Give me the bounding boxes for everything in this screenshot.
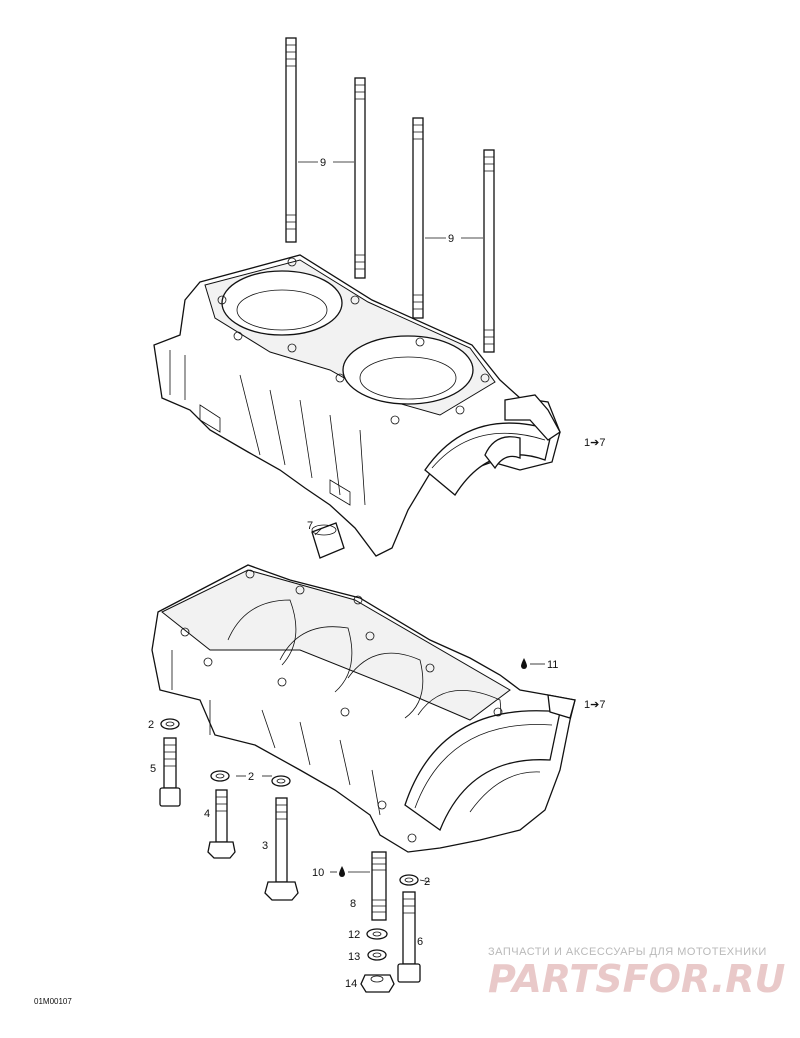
callout-14: 14 bbox=[345, 978, 357, 990]
upper-crankcase bbox=[153, 254, 561, 557]
callout-9-right: 9 bbox=[448, 233, 454, 245]
callout-7: 7 bbox=[307, 520, 313, 532]
callout-12: 12 bbox=[348, 929, 360, 941]
callout-6: 6 bbox=[417, 936, 423, 948]
callout-4: 4 bbox=[204, 808, 210, 820]
leader-lines bbox=[236, 161, 545, 883]
lower-crankcase bbox=[151, 564, 576, 853]
callout-8: 8 bbox=[350, 898, 356, 910]
fasteners bbox=[159, 718, 421, 993]
callout-2-left: 2 bbox=[148, 719, 154, 731]
callout-10: 10 bbox=[312, 867, 324, 879]
callout-2-mid: 2 bbox=[248, 771, 254, 783]
callout-9-left: 9 bbox=[320, 157, 326, 169]
callout-5: 5 bbox=[150, 763, 156, 775]
callout-13: 13 bbox=[348, 951, 360, 963]
callout-labels: 9 9 7 1➔7 1➔7 11 2 2 2 5 4 3 10 8 12 13 … bbox=[148, 157, 605, 990]
callout-2-right: 2 bbox=[424, 876, 430, 888]
watermark: ЗАПЧАСТИ И АКСЕССУАРЫ ДЛЯ МОТОТЕХНИКИ PA… bbox=[488, 946, 786, 1001]
sealant-drop-icon bbox=[521, 658, 527, 669]
ring-7 bbox=[311, 522, 345, 559]
studs-9 bbox=[285, 37, 495, 353]
callout-11: 11 bbox=[547, 659, 558, 671]
watermark-logo: PARTSFOR.RU bbox=[488, 957, 786, 1001]
drawing-code: 01M00107 bbox=[34, 997, 72, 1006]
callout-ref-upper: 1➔7 bbox=[584, 437, 605, 449]
callout-ref-lower: 1➔7 bbox=[584, 699, 605, 711]
sealant-drop-icon bbox=[339, 866, 345, 877]
callout-3: 3 bbox=[262, 840, 268, 852]
watermark-tagline: ЗАПЧАСТИ И АКСЕССУАРЫ ДЛЯ МОТОТЕХНИКИ bbox=[488, 946, 767, 958]
